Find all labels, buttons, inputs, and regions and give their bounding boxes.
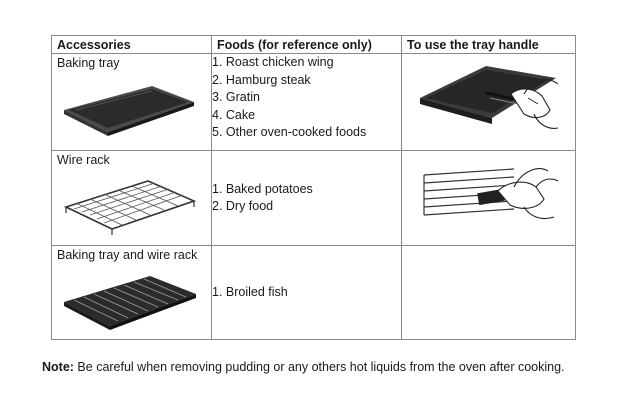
handle-cell-baking-tray: [401, 53, 576, 151]
foods-cell-baking-tray: 1. Roast chicken wing 2. Hamburg steak 3…: [211, 53, 402, 151]
food-item: 3. Gratin: [212, 90, 260, 104]
accessory-cell-wire-rack: Wire rack: [51, 150, 212, 246]
accessory-name: Wire rack: [57, 153, 110, 167]
food-item: 1. Roast chicken wing: [212, 55, 334, 69]
rack-handle-illustration: [423, 168, 559, 220]
handle-cell-empty: [401, 245, 576, 340]
table-row: Wire rack: [51, 150, 576, 246]
food-item: 2. Dry food: [212, 199, 274, 213]
header-tray-handle: To use the tray handle: [401, 35, 576, 54]
tray-and-rack-illustration: [64, 276, 196, 330]
foods-cell-tray-and-rack: 1. Broiled fish: [211, 245, 402, 340]
accessories-table: Accessories Foods (for reference only) T…: [51, 35, 576, 340]
food-item: 1. Broiled fish: [212, 284, 288, 299]
caution-note: Note: Be careful when removing pudding o…: [42, 360, 565, 374]
note-label: Note:: [42, 360, 74, 374]
food-item: 5. Other oven-cooked foods: [212, 125, 367, 139]
handle-cell-wire-rack: [401, 150, 576, 246]
header-accessories: Accessories: [51, 35, 212, 54]
table-row: Baking tray and wire rack: [51, 245, 576, 340]
header-foods: Foods (for reference only): [211, 35, 402, 54]
food-item: 4. Cake: [212, 107, 256, 122]
tray-handle-illustration: [420, 66, 559, 129]
accessory-name: Baking tray: [57, 56, 120, 70]
note-text: Be careful when removing pudding or any …: [73, 360, 565, 374]
baking-tray-illustration: [64, 86, 194, 136]
wire-rack-illustration: [63, 180, 197, 235]
food-item: 2. Hamburg steak: [212, 72, 311, 87]
accessory-name: Baking tray and wire rack: [57, 248, 198, 262]
foods-cell-wire-rack: 1. Baked potatoes 2. Dry food: [211, 150, 402, 246]
food-item: 1. Baked potatoes: [212, 181, 313, 196]
accessory-cell-baking-tray: Baking tray: [51, 53, 212, 151]
table-header-row: Accessories Foods (for reference only) T…: [51, 35, 576, 54]
table-row: Baking tray 1. Roast chicken wing 2. Ham…: [51, 53, 576, 151]
accessory-cell-tray-and-rack: Baking tray and wire rack: [51, 245, 212, 340]
